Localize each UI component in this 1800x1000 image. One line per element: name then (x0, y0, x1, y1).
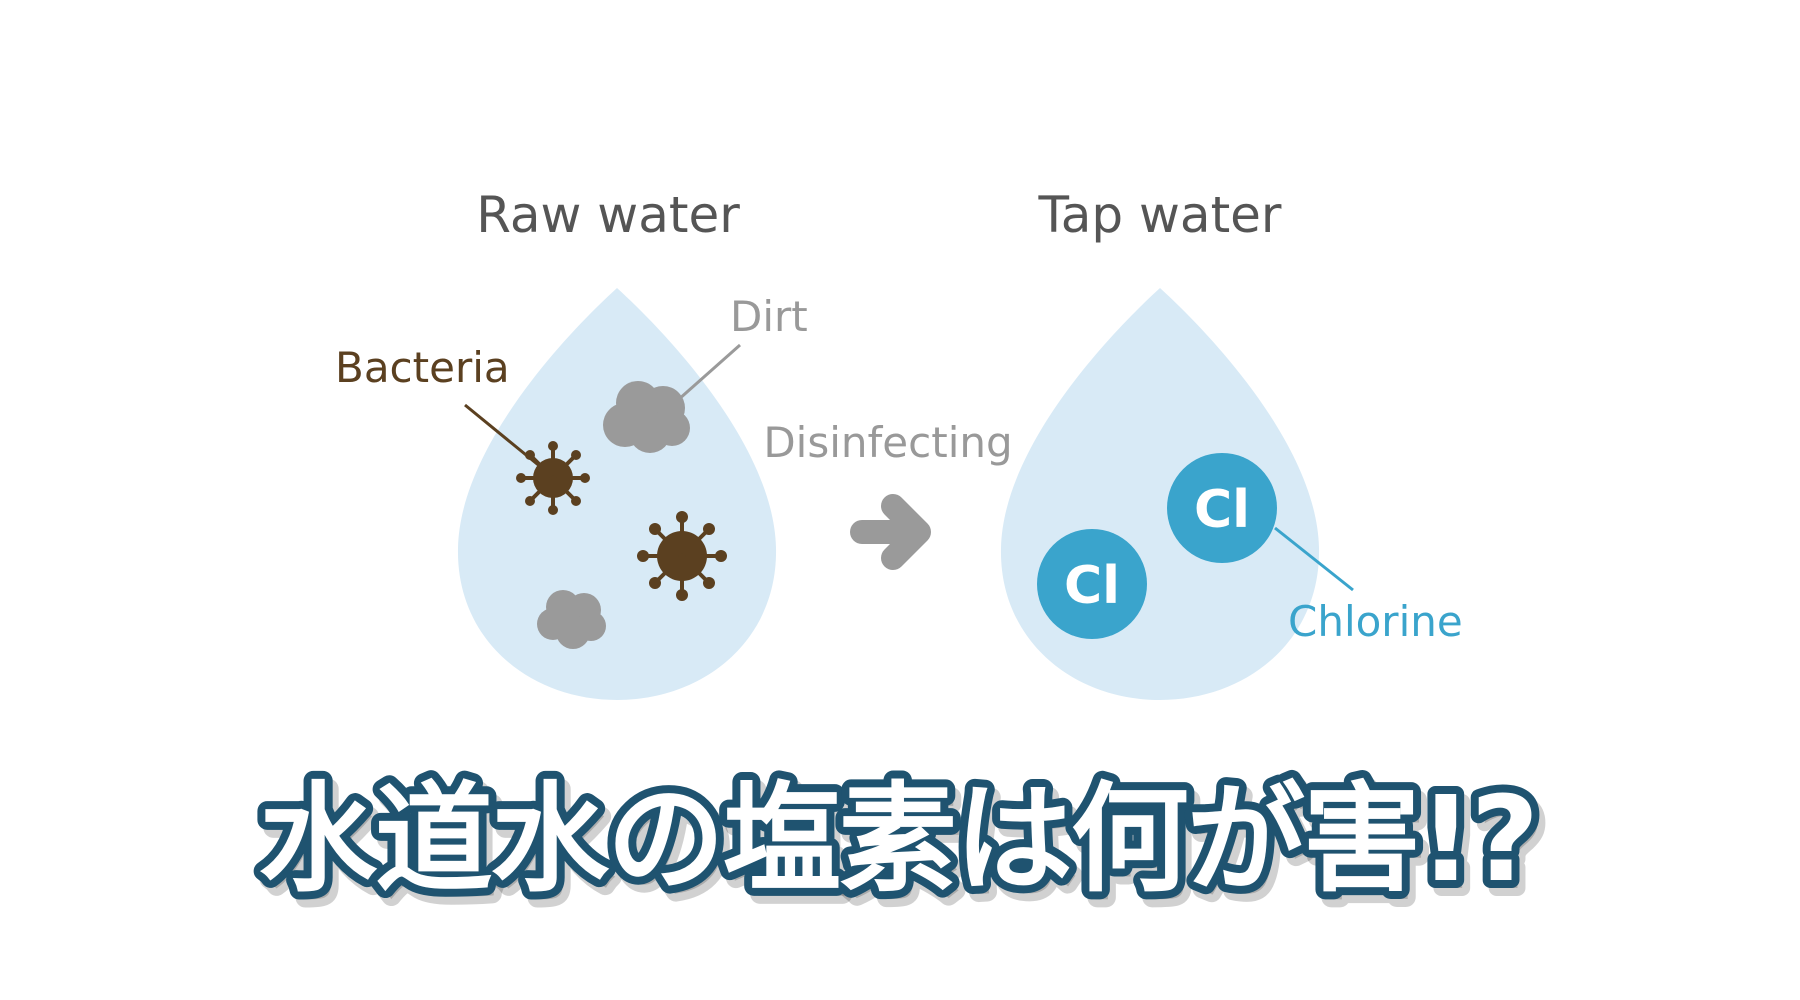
arrow-right-icon (850, 494, 931, 570)
dirt-cloud-icon (603, 381, 690, 453)
chlorine-leader-line (1274, 526, 1354, 592)
chlorine-label: Chlorine (1288, 597, 1463, 646)
dirt-leader-line (677, 343, 741, 402)
dirt-label: Dirt (730, 292, 808, 341)
raw-water-drop-icon (457, 288, 777, 700)
chlorine-atom-icon: Cl (1037, 529, 1147, 639)
bacteria-label: Bacteria (335, 343, 510, 392)
chlorine-symbol: Cl (1064, 556, 1120, 616)
bacteria-icon (637, 511, 727, 601)
tap-water-title: Tap water (1038, 186, 1282, 244)
headline: 水道水の塩素は何が害!? (259, 770, 1537, 908)
chlorine-symbol: Cl (1194, 480, 1250, 540)
chlorine-atom-icon: Cl (1167, 453, 1277, 563)
disinfecting-label: Disinfecting (763, 418, 1012, 467)
bacteria-icon (516, 441, 590, 515)
dirt-cloud-icon (537, 590, 606, 649)
headline-shadow: 水道水の塩素は何が害!? (265, 778, 1543, 916)
raw-water-title: Raw water (476, 186, 740, 244)
